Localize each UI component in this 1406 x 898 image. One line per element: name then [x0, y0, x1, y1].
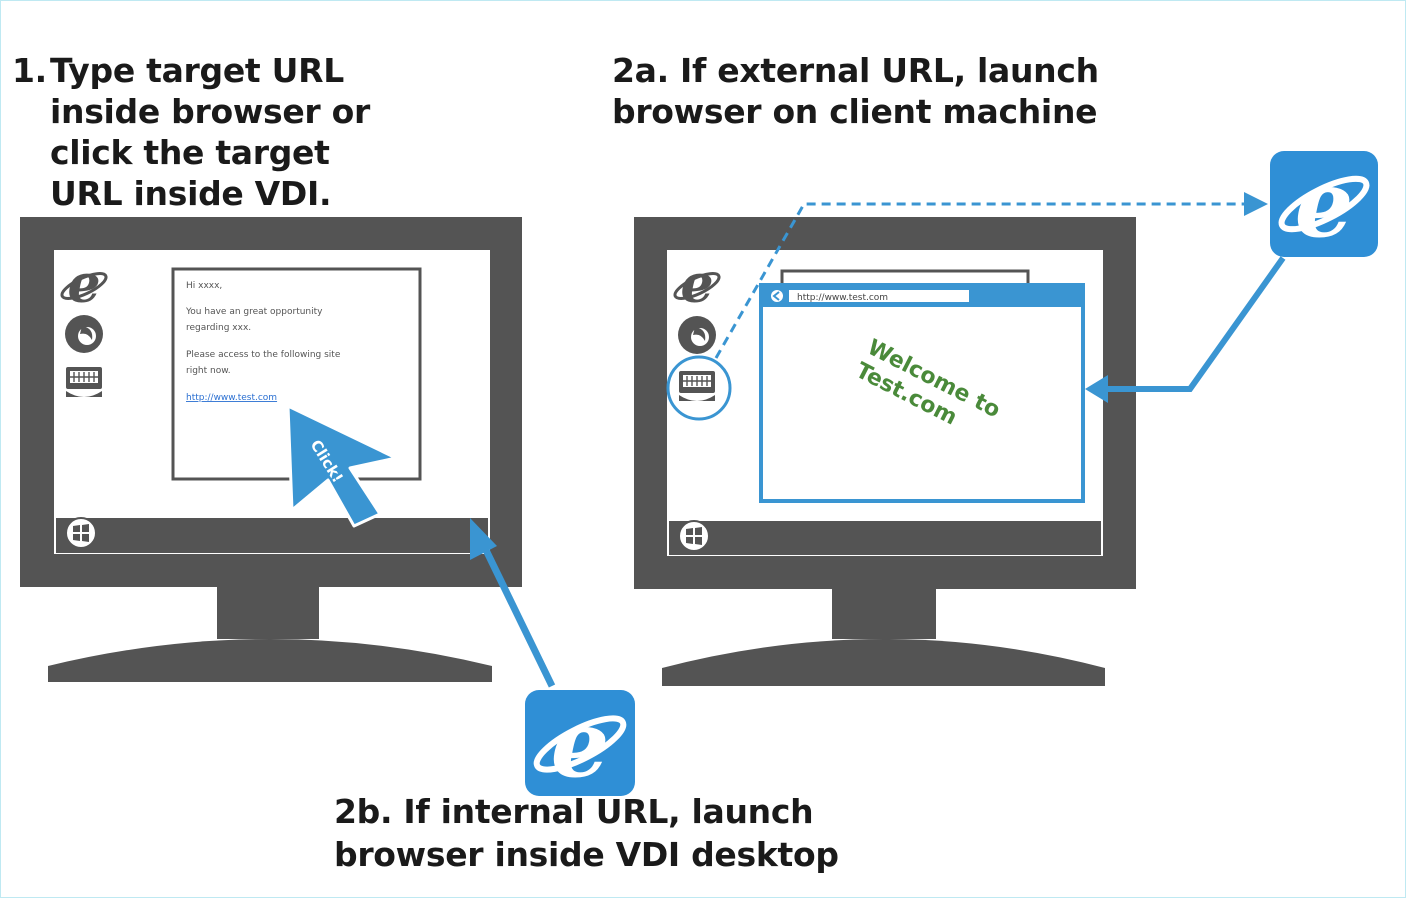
email-link[interactable]: http://www.test.com [186, 393, 277, 403]
client-browser-window: http://www.test.com Welcome to Test.com [761, 285, 1083, 501]
vdi-internet-explorer-icon: e [525, 690, 635, 798]
email-body-line-4: right now. [186, 366, 231, 376]
firefox-icon [65, 315, 103, 353]
windows-start-icon [679, 521, 709, 551]
svg-text:e: e [1295, 150, 1354, 258]
left-monitor-base [48, 639, 492, 682]
right-monitor-neck [832, 589, 936, 639]
firefox-icon [678, 316, 716, 354]
svg-text:e: e [551, 690, 610, 798]
browser-address-text: http://www.test.com [797, 293, 888, 303]
email-body-line-2: regarding xxx. [186, 323, 251, 333]
client-internet-explorer-icon: e [1270, 150, 1378, 258]
windows-start-icon [66, 518, 96, 548]
right-taskbar [669, 521, 1101, 555]
right-monitor-base [662, 639, 1105, 686]
email-greeting: Hi xxxx, [186, 281, 222, 291]
left-monitor-neck [217, 587, 319, 639]
email-body-line-1: You have an great opportunity [185, 307, 323, 317]
step-2b-line-2: browser inside VDI desktop [334, 834, 839, 875]
email-body-line-3: Please access to the following site [186, 350, 341, 360]
step-2b-line-1: 2b. If internal URL, launch [334, 791, 813, 832]
left-taskbar [56, 518, 488, 553]
